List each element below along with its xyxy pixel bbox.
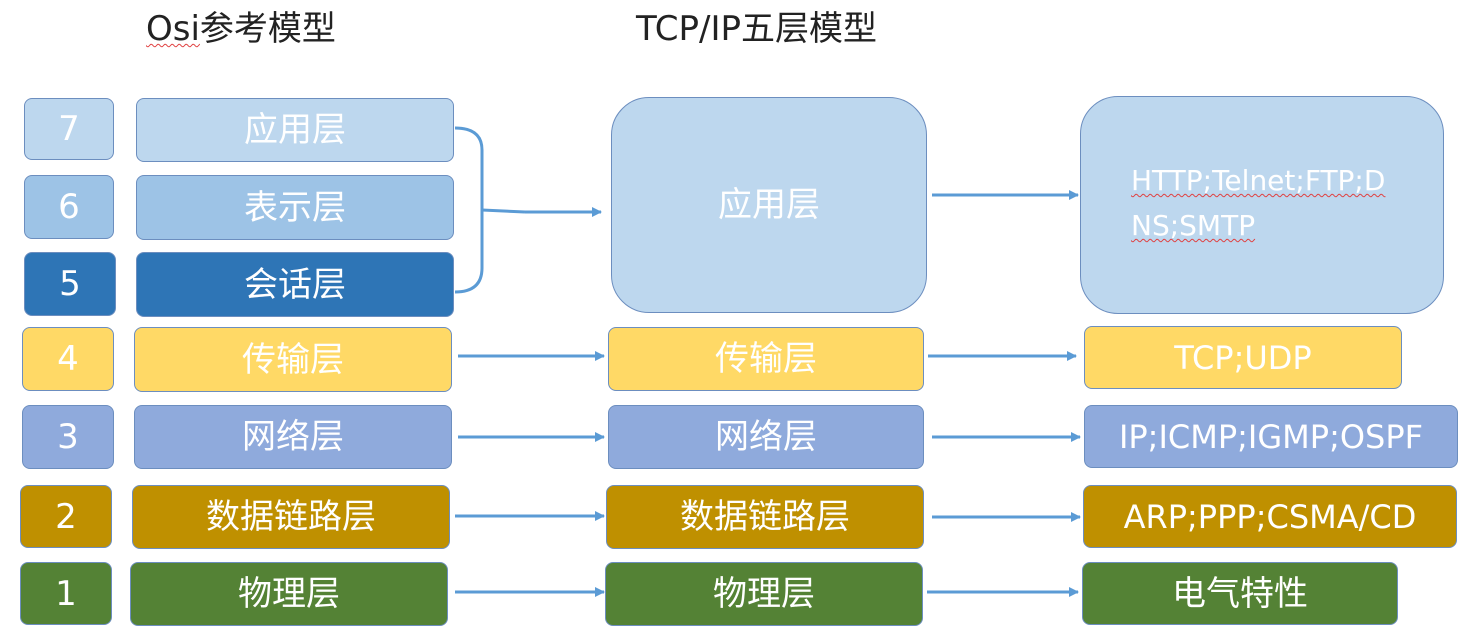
- tcpip-physical-layer: 物理层: [605, 562, 923, 626]
- osi-datalink-layer: 数据链路层: [132, 485, 450, 549]
- osi-number-6: 6: [24, 175, 114, 239]
- application-protocols-text: HTTP;Telnet;FTP;D NS;SMTP: [1131, 159, 1385, 249]
- tcpip-model-title: TCP/IP五层模型: [636, 9, 878, 49]
- tcpip-application-layer: 应用层: [611, 97, 927, 313]
- application-protocols-box: HTTP;Telnet;FTP;D NS;SMTP: [1080, 96, 1444, 314]
- osi-number-7: 7: [24, 98, 114, 160]
- osi-upper-layers-bracket: [454, 126, 484, 294]
- network-protocols-box: IP;ICMP;IGMP;OSPF: [1084, 405, 1458, 468]
- osi-transport-layer: 传输层: [134, 327, 452, 392]
- application-protocols-line-2: NS;SMTP: [1131, 208, 1256, 242]
- transport-protocols-box: TCP;UDP: [1084, 326, 1402, 389]
- osi-number-2: 2: [20, 485, 112, 548]
- tcpip-datalink-layer: 数据链路层: [606, 485, 924, 549]
- osi-title-prefix: Osi: [146, 9, 200, 49]
- osi-model-title: Osi参考模型: [146, 12, 336, 46]
- osi-number-3: 3: [22, 405, 114, 469]
- osi-title-suffix: 参考模型: [199, 9, 336, 49]
- tcpip-network-layer: 网络层: [608, 405, 924, 469]
- osi-number-1: 1: [20, 562, 112, 625]
- osi-presentation-layer: 表示层: [136, 175, 454, 240]
- osi-session-layer: 会话层: [136, 252, 454, 317]
- osi-application-layer: 应用层: [136, 98, 454, 162]
- osi-network-layer: 网络层: [134, 405, 452, 469]
- tcpip-transport-layer: 传输层: [608, 327, 924, 391]
- osi-number-5: 5: [24, 252, 116, 316]
- physical-protocols-box: 电气特性: [1082, 562, 1398, 625]
- bracket-join-line: [481, 208, 526, 214]
- application-protocols-line-1: HTTP;Telnet;FTP;D: [1131, 164, 1386, 197]
- osi-physical-layer: 物理层: [130, 562, 448, 626]
- osi-number-4: 4: [22, 327, 114, 391]
- datalink-protocols-box: ARP;PPP;CSMA/CD: [1083, 485, 1457, 548]
